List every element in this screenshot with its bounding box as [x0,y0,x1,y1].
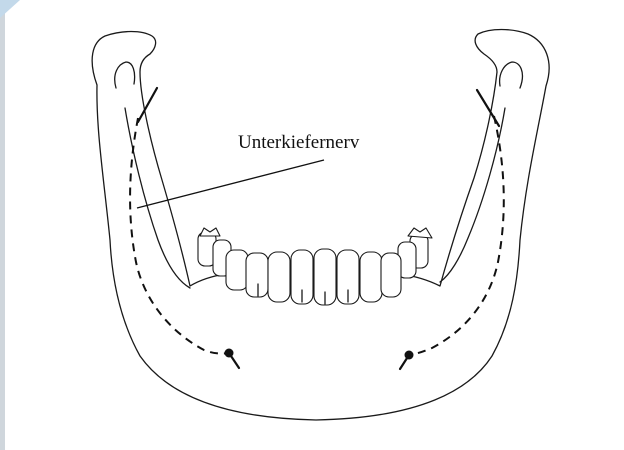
right-condyle-notch [500,62,523,88]
nerve-label: Unterkiefernerv [238,132,360,153]
left-foramen-pin [229,353,239,368]
tooth-cusp [200,228,220,236]
tooth [246,253,268,297]
tooth [226,250,248,290]
tooth-cusp [408,228,432,238]
tooth [360,252,382,302]
teeth-front-row [226,249,401,305]
right-block-marker [477,90,499,126]
corner-accent [0,0,20,18]
nerve-label-leader [137,160,324,208]
right-foramen-pin [400,355,409,369]
left-block-marker [138,88,157,122]
mandible-outline [92,30,549,421]
tooth [268,252,290,302]
tooth [381,253,401,297]
left-page-border [0,0,5,450]
left-condyle-notch [115,62,135,88]
right-inner-contour [440,108,505,282]
